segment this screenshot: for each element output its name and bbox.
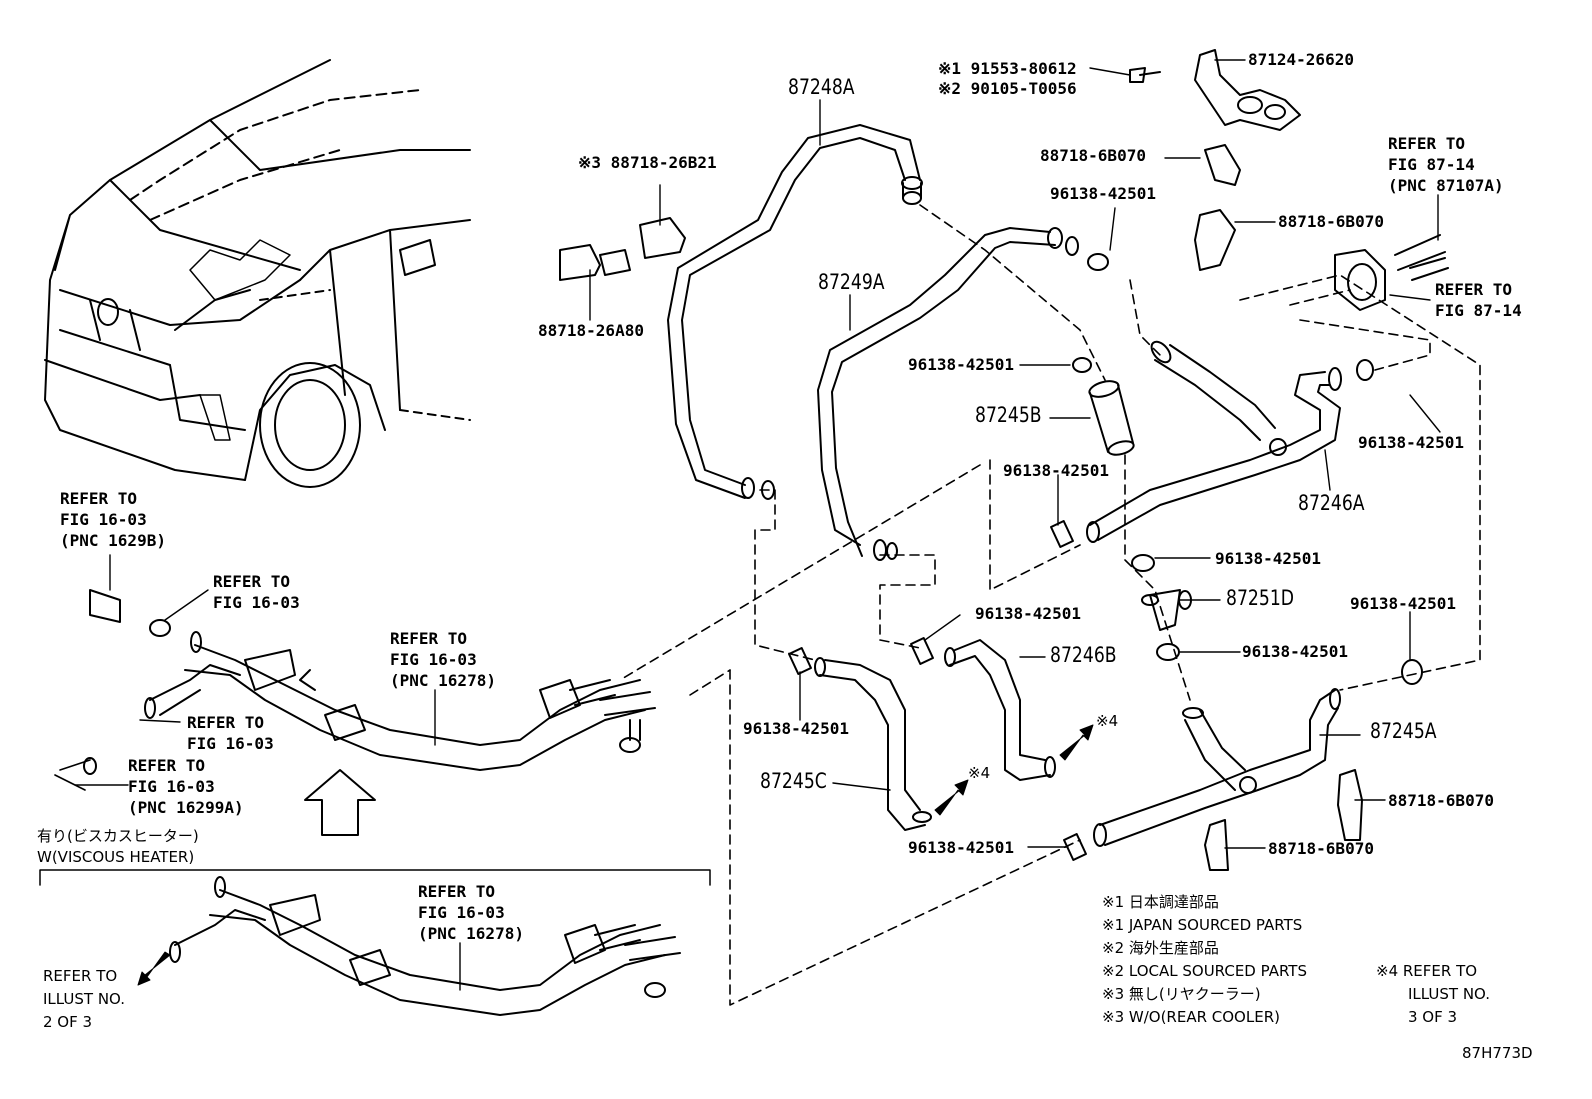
label-bolt-2[interactable]: ※2 90105-T0056 [938,79,1077,98]
label-clamp-6b070[interactable]: 88718-6B070 [1278,212,1384,231]
label-bracket[interactable]: 87124-26620 [1248,50,1354,69]
hose-87248a [667,124,923,500]
hose-87246b [944,639,1056,781]
arrow-refer-2 [137,951,171,986]
cooler-unit [1334,234,1449,311]
label-hose-clamp[interactable]: 96138-42501 [743,719,849,738]
label-clamp-6b070[interactable]: 88718-6B070 [1040,146,1146,165]
arrow-4b [1059,724,1094,761]
hose-87245b [1088,380,1135,456]
label-hose-clamp[interactable]: 96138-42501 [1358,433,1464,452]
label-clip-26b21[interactable]: ※3 88718-26B21 [578,153,717,172]
leader-lines [74,59,1441,991]
label-87251d[interactable]: 87251D [1226,586,1295,610]
label-hose-clamp[interactable]: 96138-42501 [908,355,1014,374]
clamps [788,67,1423,861]
hose-87246a [1086,340,1342,543]
label-hose-clamp[interactable]: 96138-42501 [1350,594,1456,613]
bracket-87124 [1194,49,1301,131]
pipe-assembly-lower [169,876,681,1016]
mark-note-4: ※4 [968,764,991,782]
label-clamp-6b070[interactable]: 88718-6B070 [1268,839,1374,858]
label-clip-26a80[interactable]: 88718-26A80 [538,321,644,340]
diagram-code: 87H773D [1462,1044,1533,1062]
label-hose-clamp[interactable]: 96138-42501 [908,838,1014,857]
label-clamp-6b070[interactable]: 88718-6B070 [1388,791,1494,810]
vehicle-illustration [44,59,471,488]
label-hose-clamp[interactable]: 96138-42501 [1050,184,1156,203]
label-87249a[interactable]: 87249A [818,270,885,294]
hose-87249a [817,227,1079,561]
legend: ※1 日本調達部品 ※1 JAPAN SOURCED PARTS ※2 海外生産… [1102,893,1307,1026]
label-87245c[interactable]: 87245C [760,769,827,793]
label-hose-clamp[interactable]: 96138-42501 [1242,642,1348,661]
label-bolt-1[interactable]: ※1 91553-80612 [938,59,1077,78]
up-arrow [304,769,376,836]
label-hose-clamp[interactable]: 96138-42501 [1003,461,1109,480]
hose-87245c [814,657,932,831]
pipe-clamps [559,144,1363,871]
pipe-assembly-upper [54,589,656,791]
label-87248a[interactable]: 87248A [788,75,855,99]
hose-87245a [1093,688,1341,847]
mark-note-4: ※4 [1096,712,1119,730]
viscous-heater-label: 有り(ビスカスヒーター)W(VISCOUS HEATER) [37,827,199,866]
label-87246b[interactable]: 87246B [1050,643,1117,667]
arrow-4a [934,779,969,816]
label-87246a[interactable]: 87246A [1298,491,1365,515]
legend-note-4: ※4 REFER TO ILLUST NO. 3 OF 3 [1376,962,1491,1026]
connection-lines [619,204,1481,1006]
label-87245a[interactable]: 87245A [1370,719,1437,743]
label-hose-clamp[interactable]: 96138-42501 [975,604,1081,623]
label-hose-clamp[interactable]: 96138-42501 [1215,549,1321,568]
label-87245b[interactable]: 87245B [975,403,1042,427]
viscous-group-bracket [39,869,711,886]
